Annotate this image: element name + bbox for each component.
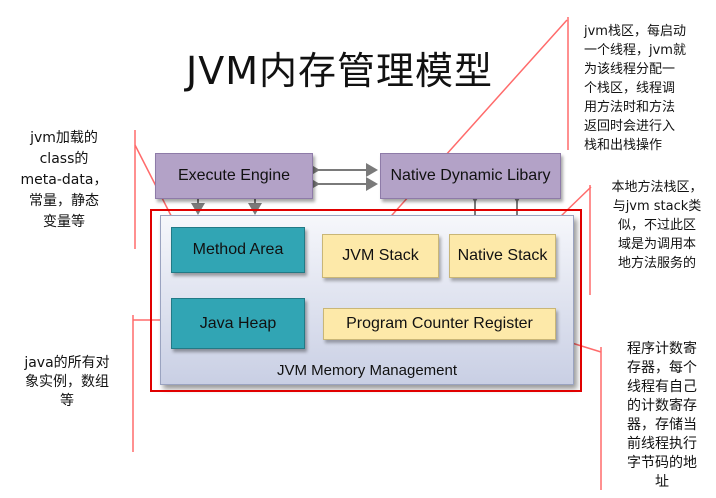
note-line: java的所有对	[24, 355, 110, 371]
note-line: 地方法服务的	[617, 256, 696, 271]
note-line: 前线程执行	[627, 436, 697, 452]
native-stack-box: Native Stack	[449, 234, 556, 278]
note-line: 为该线程分配一	[584, 62, 676, 77]
note-line: jvm加载的	[30, 130, 98, 146]
memory-highlight-outline	[150, 209, 582, 392]
note-line: 常量，静态	[29, 193, 99, 209]
note-line: 变量等	[43, 214, 85, 230]
note-line: 线程有自己	[627, 379, 697, 395]
note-line: 等	[60, 393, 74, 409]
note-line: 栈和出栈操作	[584, 138, 663, 153]
note-line: jvm栈区，每启动	[584, 24, 686, 39]
note-line: 的计数寄存	[627, 398, 697, 414]
note-line: 程序计数寄	[627, 341, 697, 357]
note-line: class的	[39, 151, 89, 167]
note-line: 似，不过此区	[617, 218, 696, 233]
note-line: meta-data，	[20, 172, 108, 188]
note-line: 返回时会进行入	[584, 119, 676, 134]
note-line: 本地方法栈区，	[611, 180, 703, 195]
memory-management-label: JVM Memory Management	[276, 362, 458, 379]
method-area-note: jvm加载的 class的 meta-data， 常量，静态 变量等	[4, 128, 124, 233]
note-line: 用方法时和方法	[584, 100, 676, 115]
jvm-stack-note: jvm栈区，每启动 一个线程，jvm就 为该线程分配一 个栈区，线程调 用方法时…	[584, 22, 712, 155]
note-line: 个栈区，线程调	[584, 81, 676, 96]
note-line: 一个线程，jvm就	[584, 43, 686, 58]
native-library-box: Native Dynamic Libary	[380, 153, 561, 199]
page-title: JVM内存管理模型	[186, 49, 493, 93]
execute-engine-box: Execute Engine	[155, 153, 313, 199]
jvm-stack-box: JVM Stack	[322, 234, 439, 278]
native-stack-note: 本地方法栈区， 与jvm stack类 似，不过此区 域是为调用本 地方法服务的	[598, 178, 716, 273]
note-line: 象实例，数组	[25, 374, 109, 390]
note-line: 存器，每个	[627, 360, 697, 376]
note-line: 域是为调用本	[617, 237, 696, 252]
note-line: 址	[655, 474, 669, 490]
note-line: 器，存储当	[627, 417, 697, 433]
engine-library-arrows	[308, 163, 378, 191]
method-area-box: Method Area	[171, 227, 305, 273]
note-line: 与jvm stack类	[612, 199, 702, 214]
program-counter-note: 程序计数寄 存器，每个 线程有自己 的计数寄存 器，存储当 前线程执行 字节码的…	[612, 340, 712, 492]
note-line: 字节码的地	[627, 455, 697, 471]
java-heap-box: Java Heap	[171, 298, 305, 349]
java-heap-note: java的所有对 象实例，数组 等	[6, 354, 128, 411]
program-counter-box: Program Counter Register	[323, 308, 556, 340]
